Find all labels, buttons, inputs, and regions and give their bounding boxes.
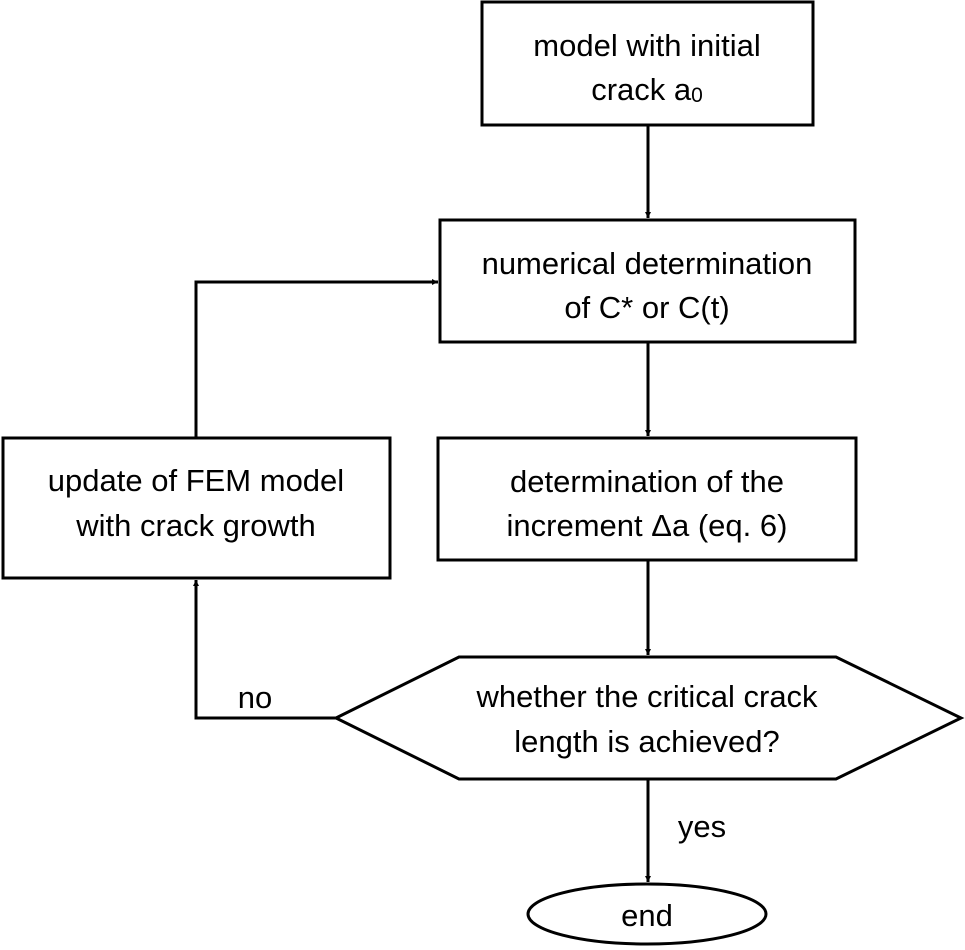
node-decision-line1: whether the critical crack [475,679,818,714]
node-start-line1: model with initial [533,28,760,63]
node-compute-line2: of C* or C(t) [564,290,729,325]
edge-decision-to-update [193,580,336,720]
node-increment-line1: determination of the [510,464,784,499]
node-start-box [480,0,815,127]
node-update-line2: with crack growth [75,508,315,543]
node-decision-line2: length is achieved? [514,724,779,759]
node-end-label: end [621,898,673,933]
node-start: model with initial crack a0 [480,0,815,127]
node-update-line1: update of FEM model [48,463,344,498]
node-decision-hexagon [332,655,965,781]
edge-update-to-compute [194,279,438,437]
edge-label-yes: yes [678,809,726,844]
edge-label-no: no [238,680,272,715]
node-start-line2: crack a0 [591,72,703,107]
node-start-line2-subscript: 0 [691,84,703,107]
node-decision: whether the critical crack length is ach… [332,655,965,781]
node-start-line2-main: crack a [591,72,692,107]
node-compute-box [438,218,857,344]
node-end-ellipse [526,882,768,946]
node-increment-box [436,436,858,562]
node-increment-line2: increment Δa (eq. 6) [507,508,788,543]
node-update: update of FEM model with crack growth [1,436,392,580]
node-increment: determination of the increment Δa (eq. 6… [436,436,858,562]
node-end: end [526,882,768,946]
node-compute: numerical determination of C* or C(t) [438,218,857,344]
node-compute-line1: numerical determination [482,246,813,281]
node-update-box [1,436,392,580]
